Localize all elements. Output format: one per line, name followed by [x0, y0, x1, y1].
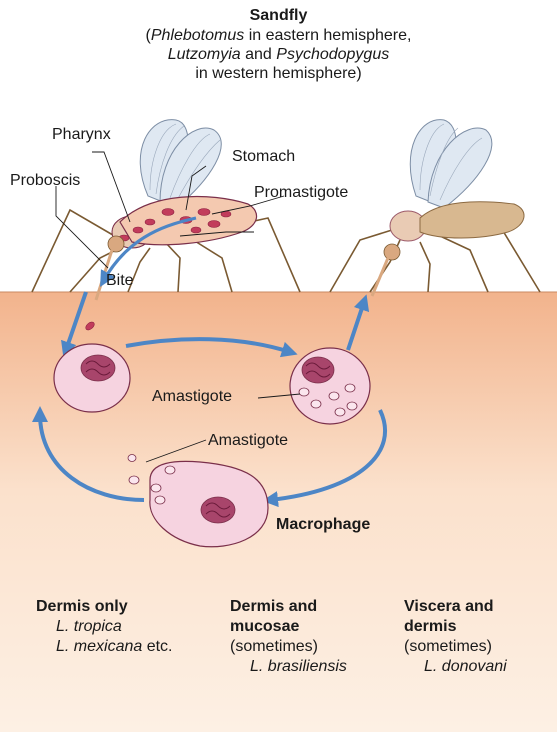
eastern-text: in eastern hemisphere,	[244, 27, 411, 44]
sometimes-note: (sometimes)	[404, 637, 507, 657]
genus-lutzomyia: Lutzomyia	[168, 46, 241, 63]
species-tropica: L. tropica	[36, 617, 173, 637]
label-pharynx: Pharynx	[52, 126, 111, 144]
sandfly-feeding	[32, 120, 300, 300]
label-amastigote-free: Amastigote	[208, 432, 288, 450]
column-heading-1: Viscera and	[404, 597, 507, 617]
and-text: and	[241, 46, 277, 63]
label-proboscis: Proboscis	[10, 172, 80, 190]
label-amastigote-in-cell: Amastigote	[152, 388, 232, 406]
macrophage-cell-2	[290, 348, 370, 424]
macrophage-cell-1	[54, 344, 130, 412]
subtitle-line-2: Lutzomyia and Psychodopygus	[0, 45, 557, 64]
species-donovani: L. donovani	[404, 657, 507, 677]
column-dermis-mucosae: Dermis and mucosae (sometimes) L. brasil…	[230, 597, 347, 677]
column-heading: Dermis only	[36, 597, 173, 617]
column-dermis-only: Dermis only L. tropica L. mexicana etc.	[36, 597, 173, 657]
sometimes-note: (sometimes)	[230, 637, 347, 657]
sandfly-unfed	[330, 120, 540, 296]
column-heading-1: Dermis and	[230, 597, 347, 617]
label-bite: Bite	[106, 272, 134, 290]
subtitle-line-1: (Phlebotomus in eastern hemisphere,	[0, 26, 557, 45]
species-mexicana: L. mexicana	[56, 638, 142, 655]
etc-suffix: etc.	[142, 638, 172, 655]
column-heading-2: dermis	[404, 617, 507, 637]
column-heading-2: mucosae	[230, 617, 347, 637]
genus-phlebotomus: Phlebotomus	[151, 27, 244, 44]
subtitle-line-3: in western hemisphere)	[0, 64, 557, 83]
label-stomach: Stomach	[232, 148, 295, 166]
label-promastigote: Promastigote	[254, 184, 348, 202]
column-viscera-dermis: Viscera and dermis (sometimes) L. donova…	[404, 597, 507, 677]
title: Sandfly	[0, 6, 557, 25]
species-brasiliensis: L. brasiliensis	[230, 657, 347, 677]
label-macrophage: Macrophage	[276, 516, 370, 534]
genus-psychodopygus: Psychodopygus	[276, 46, 389, 63]
species-mexicana-line: L. mexicana etc.	[36, 637, 173, 657]
